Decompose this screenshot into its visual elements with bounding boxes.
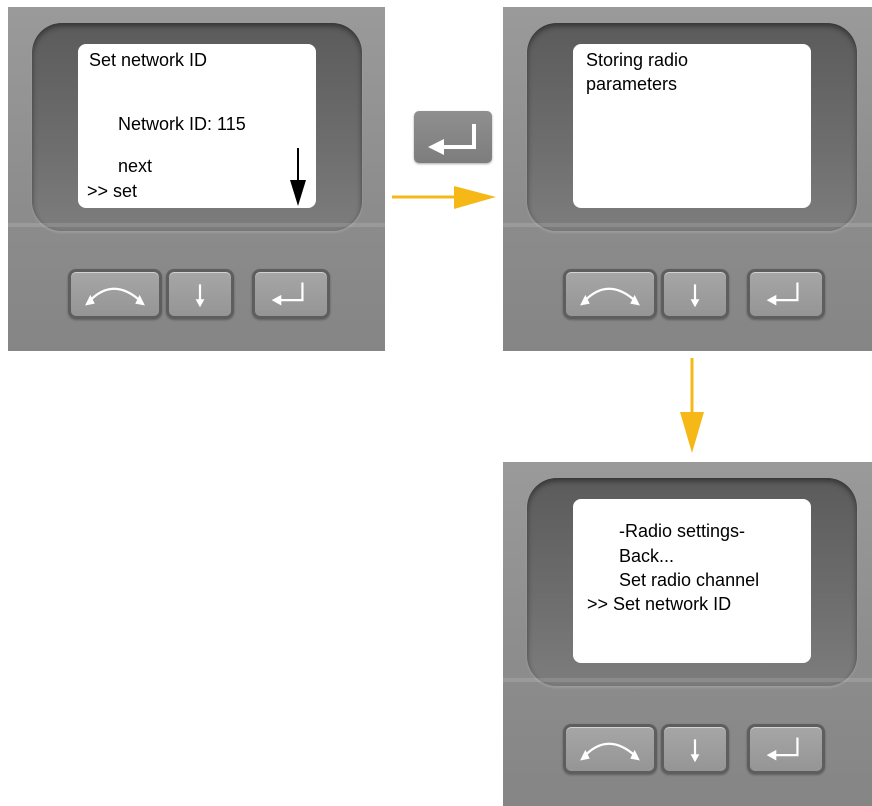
down-button[interactable] [661,724,729,774]
status-line-2: parameters [586,74,678,94]
device-panel-1: Set network ID Network ID: 115 next >> s… [8,7,385,351]
down-button[interactable] [166,269,234,319]
panel-sheen [8,223,385,227]
enter-arrow-icon [750,727,822,771]
enter-arrow-icon [428,124,476,155]
cycle-arrow-icon [71,272,159,316]
cycle-button[interactable] [563,724,657,774]
menu-item-set-network-id-selected[interactable]: >> Set network ID [587,594,732,614]
enter-button[interactable] [252,269,330,319]
lcd-screen: Storing radio parameters [573,44,811,208]
menu-option-next[interactable]: next [118,156,153,176]
cycle-button[interactable] [563,269,657,319]
down-arrow-icon [290,148,306,206]
screen-title: Set network ID [89,50,208,70]
down-arrow-icon [664,727,726,771]
down-button[interactable] [661,269,729,319]
menu-item-set-radio-channel[interactable]: Set radio channel [619,570,760,590]
flow-arrow-down [680,358,704,453]
flow-arrow-right [392,186,496,209]
panel-sheen [503,678,872,682]
menu-heading: -Radio settings- [619,521,746,541]
cycle-button[interactable] [68,269,162,319]
device-panel-2: Storing radio parameters [503,7,872,351]
enter-button[interactable] [747,269,825,319]
menu-option-set-selected[interactable]: >> set [87,181,138,201]
enter-key-indicator [414,111,492,163]
device-panel-3: -Radio settings- Back... Set radio chann… [503,462,872,806]
cycle-arrow-icon [566,727,654,771]
lcd-screen: -Radio settings- Back... Set radio chann… [573,499,811,663]
enter-arrow-icon [255,272,327,316]
panel-sheen [503,223,872,227]
network-id-value: Network ID: 115 [118,114,246,134]
menu-item-back[interactable]: Back... [619,546,675,566]
status-line-1: Storing radio [586,50,689,70]
lcd-screen: Set network ID Network ID: 115 next >> s… [78,44,316,208]
enter-button[interactable] [747,724,825,774]
down-arrow-icon [664,272,726,316]
cycle-arrow-icon [566,272,654,316]
down-arrow-icon [169,272,231,316]
enter-arrow-icon [750,272,822,316]
